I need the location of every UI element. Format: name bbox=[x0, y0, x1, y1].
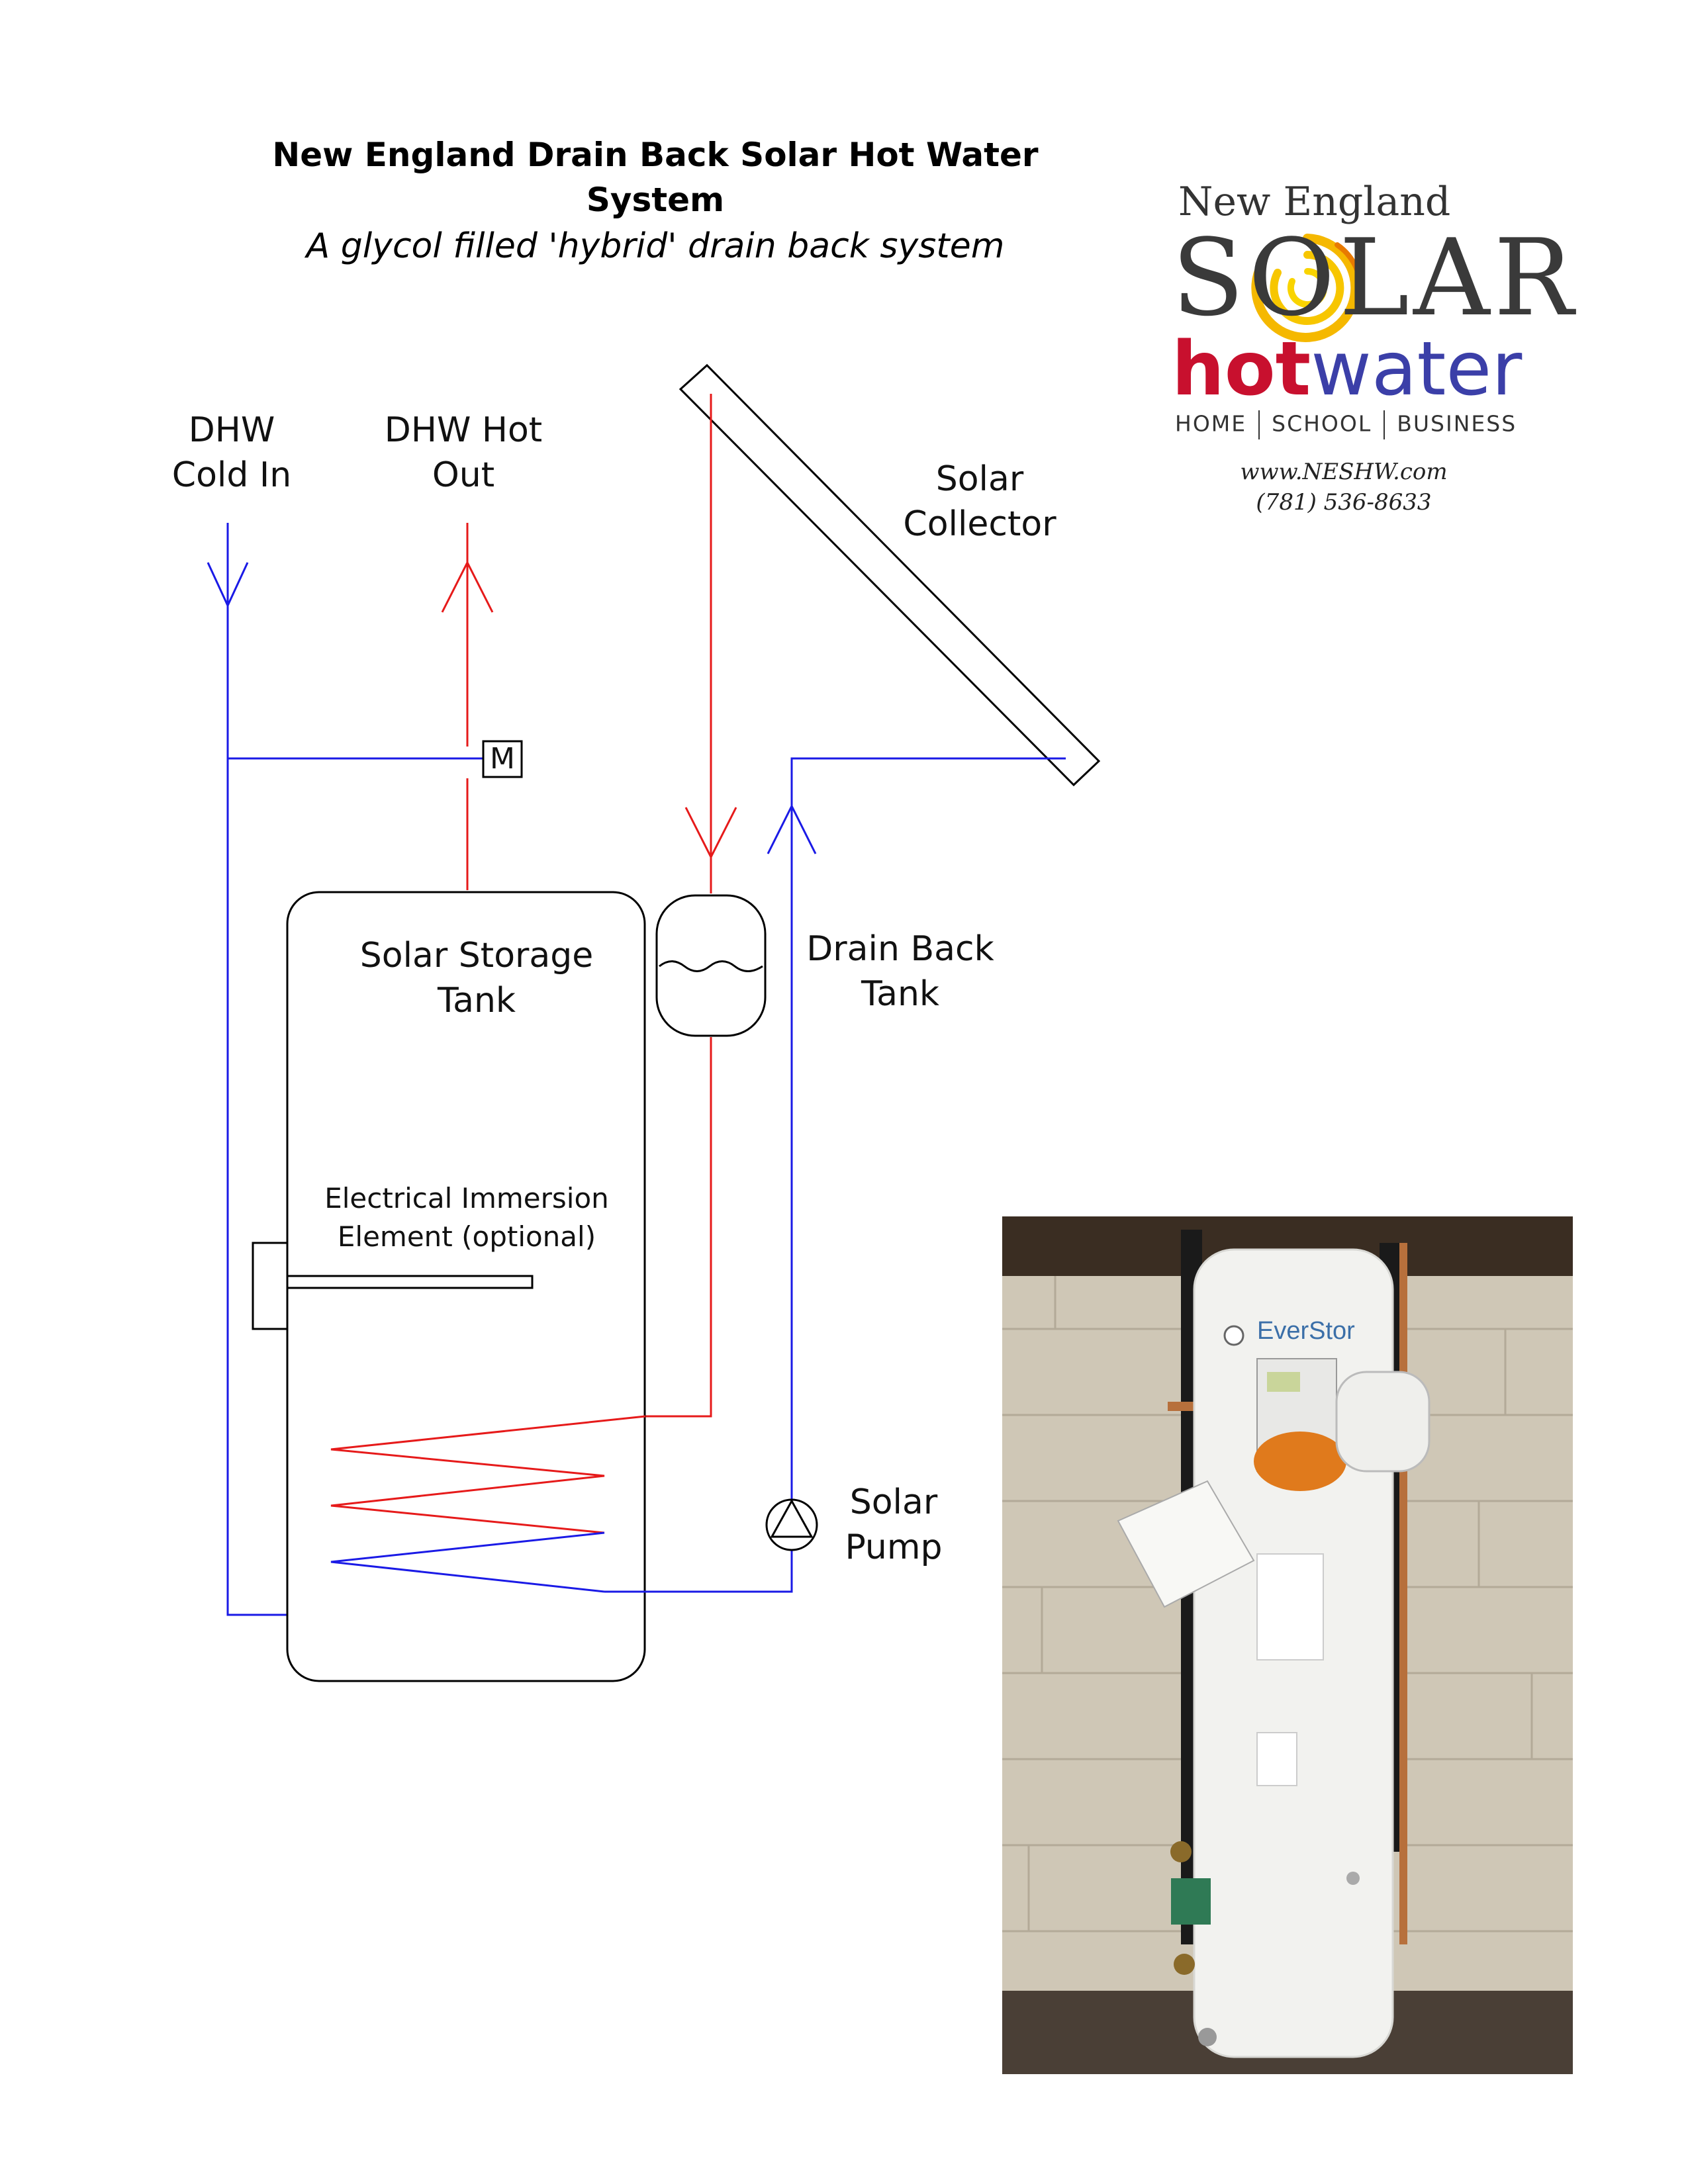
title-main: New England Drain Back Solar Hot Water S… bbox=[272, 136, 1039, 219]
label-dhw-cold-in-line2: Cold In bbox=[171, 455, 292, 495]
collector-down-arrow bbox=[684, 807, 737, 860]
label-solar-pump: Solar Pump bbox=[834, 1480, 953, 1570]
logo-solar: SOLAR bbox=[1172, 216, 1578, 340]
cold-in-arrow bbox=[207, 562, 249, 608]
company-logo: New England SOLAR hotwater HOME SCHOOL BUS… bbox=[1139, 179, 1575, 536]
logo-website: www.NESHW.com bbox=[1240, 459, 1448, 485]
return-up-arrow bbox=[767, 803, 817, 854]
label-drain-back-line2: Tank bbox=[861, 974, 940, 1014]
label-solar-storage-tank: Solar Storage Tank bbox=[351, 933, 602, 1023]
label-solar-pump-line2: Pump bbox=[845, 1527, 943, 1567]
label-dhw-hot-out: DHW Hot Out bbox=[371, 408, 556, 498]
logo-phone: (781) 536-8633 bbox=[1256, 489, 1432, 516]
label-immersion-line1: Electrical Immersion bbox=[324, 1182, 609, 1214]
tagline-home: HOME bbox=[1175, 410, 1247, 437]
pump-symbol bbox=[770, 1498, 814, 1538]
logo-tagline: HOME SCHOOL BUSINESS bbox=[1175, 410, 1532, 439]
logo-new-england: New England bbox=[1178, 179, 1451, 225]
drainback-to-coil-pipe bbox=[645, 1037, 712, 1418]
hot-out-arrow bbox=[441, 560, 494, 613]
label-drain-back-tank: Drain Back Tank bbox=[794, 927, 1006, 1017]
label-dhw-cold-in: DHW Cold In bbox=[165, 408, 298, 498]
label-solar-collector-line1: Solar bbox=[935, 459, 1024, 499]
label-immersion-element: Electrical Immersion Element (optional) bbox=[311, 1179, 622, 1256]
label-solar-pump-line1: Solar bbox=[849, 1482, 938, 1522]
pump-to-collector-pipe bbox=[790, 757, 1066, 1500]
coil-cold-section bbox=[330, 1531, 605, 1593]
label-mixing-valve: M bbox=[490, 742, 515, 776]
label-storage-tank-line2: Tank bbox=[437, 981, 516, 1021]
label-storage-tank-line1: Solar Storage bbox=[359, 936, 594, 976]
label-dhw-hot-out-line1: DHW Hot bbox=[384, 410, 543, 450]
tagline-school: SCHOOL bbox=[1272, 410, 1372, 437]
coil-hot-section bbox=[330, 1415, 646, 1534]
cold-in-pipe bbox=[226, 523, 287, 1616]
solar-pump bbox=[765, 1498, 818, 1551]
solar-collector bbox=[679, 363, 1101, 787]
label-solar-collector-line2: Collector bbox=[903, 504, 1056, 544]
installation-photo-illustration: EverStor bbox=[1002, 1216, 1573, 2074]
label-solar-collector: Solar Collector bbox=[880, 457, 1079, 547]
coil-to-pump-pipe bbox=[604, 1550, 793, 1593]
logo-hotwater: hotwater bbox=[1172, 330, 1522, 409]
immersion-element-housing bbox=[252, 1242, 289, 1330]
diagram-subtitle: A glycol filled 'hybrid' drain back syst… bbox=[306, 226, 1005, 266]
photo-brand-label: EverStor bbox=[1257, 1317, 1355, 1345]
logo-hot: hot bbox=[1172, 326, 1311, 412]
installation-photo: EverStor bbox=[1002, 1216, 1573, 2074]
logo-contact: www.NESHW.com (781) 536-8633 bbox=[1178, 457, 1509, 518]
label-dhw-cold-in-line1: DHW bbox=[188, 410, 275, 450]
label-dhw-hot-out-line2: Out bbox=[432, 455, 495, 495]
tagline-business: BUSINESS bbox=[1397, 410, 1517, 437]
sun-swirl-icon bbox=[1251, 234, 1363, 342]
mixing-valve bbox=[482, 740, 523, 778]
drain-back-water-level bbox=[659, 960, 763, 972]
logo-water: water bbox=[1311, 326, 1523, 412]
label-drain-back-line1: Drain Back bbox=[806, 929, 994, 969]
label-immersion-line2: Element (optional) bbox=[337, 1220, 596, 1253]
immersion-element-rod bbox=[286, 1275, 534, 1289]
diagram-title: New England Drain Back Solar Hot Water S… bbox=[199, 132, 1112, 222]
